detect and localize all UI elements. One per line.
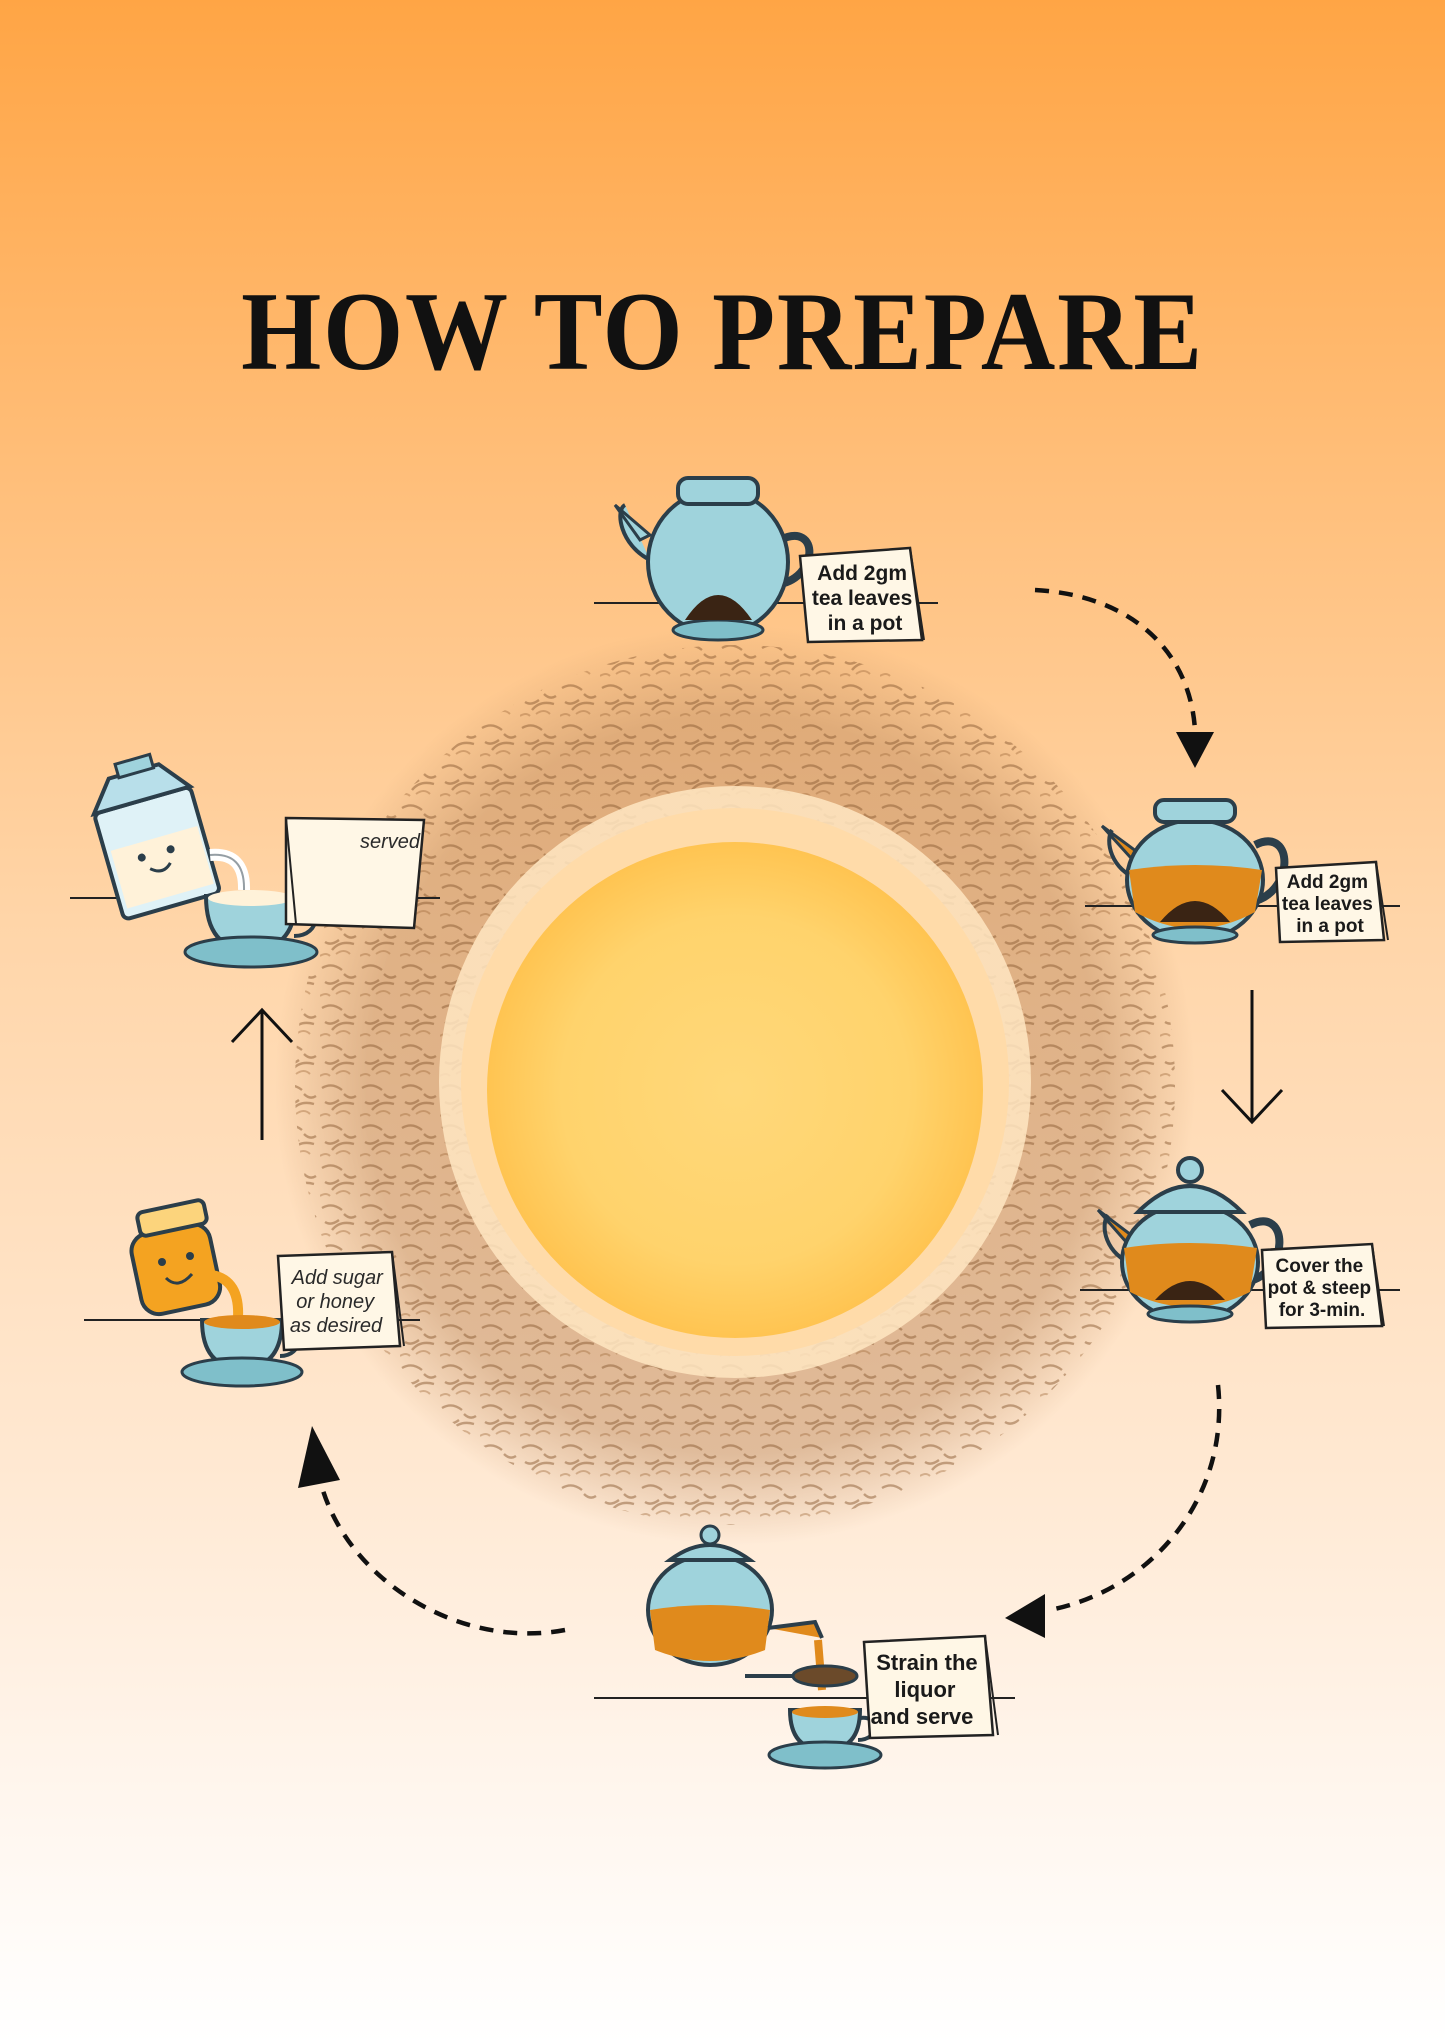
svg-text:Add sugar or honey: Add sugar or honey as desired xyxy=(290,1267,389,1337)
page-title: HOW TO PREPARE xyxy=(241,270,1204,394)
step-4-label-line2: liquor xyxy=(894,1677,956,1702)
arrow-step1-to-step2-head xyxy=(1176,732,1214,768)
step-4-label-line3: and serve xyxy=(871,1704,974,1729)
arrow-step4-to-step5 xyxy=(317,1479,566,1636)
step-5-label-line1: Add sugar xyxy=(291,1267,385,1289)
arrow-step3-to-step4 xyxy=(1049,1384,1222,1613)
svg-text:Add 2gm tea leaves: Add 2gm tea leaves in a pot xyxy=(1282,872,1378,937)
svg-text:Strain the liquor: Strain the liquor and serve xyxy=(871,1650,984,1729)
step-3-card: Cover the pot & steep for 3-min. xyxy=(1260,1242,1385,1330)
step-3-covered-pot xyxy=(1080,1156,1400,1324)
step-5-add-honey xyxy=(84,1198,420,1388)
step-3-label-line2: pot & steep xyxy=(1268,1278,1371,1299)
step-5-label-line2: or honey xyxy=(296,1291,375,1313)
step-4-label-line1: Strain the xyxy=(876,1650,977,1675)
step-1-card: Add 2gm tea leaves in a pot xyxy=(798,546,925,644)
svg-text:Cover the pot & steep: Cover the pot & steep for 3-min. xyxy=(1268,1256,1377,1321)
arrow-step3-to-step4-head xyxy=(1005,1594,1045,1638)
step-4-card: Strain the liquor and serve xyxy=(862,1634,999,1740)
step-5-card: Add sugar or honey as desired xyxy=(276,1250,405,1352)
step-1-label-line1: Add 2gm xyxy=(817,562,907,585)
step-2-label-line1: Add 2gm xyxy=(1287,872,1368,893)
step-2-label-line2: tea leaves xyxy=(1282,894,1373,915)
svg-text:served: served xyxy=(360,831,421,853)
arrow-step5-to-step6-head xyxy=(230,1007,294,1044)
step-6-card: served xyxy=(284,816,426,930)
step-1-label-line2: tea leaves xyxy=(812,587,912,610)
step-6-add-milk xyxy=(70,752,440,969)
step-3-label-line3: for 3-min. xyxy=(1279,1300,1366,1321)
svg-text:Add 2gm tea leaves: Add 2gm tea leaves in a pot xyxy=(812,562,918,635)
step-2-label-line3: in a pot xyxy=(1296,916,1364,937)
step-4-strain-and-serve xyxy=(594,1524,1015,1770)
step-2-pot-with-water xyxy=(1085,798,1400,945)
step-5-label-line3: as desired xyxy=(290,1315,383,1337)
step-1-pot-with-leaves xyxy=(594,476,938,642)
tea-cup-center xyxy=(439,786,1031,1378)
step-2-card: Add 2gm tea leaves in a pot xyxy=(1274,860,1389,944)
step-3-label-line1: Cover the xyxy=(1276,1256,1364,1277)
arrow-step4-to-step5-head xyxy=(298,1426,340,1488)
arrow-step1-to-step2 xyxy=(1034,587,1198,731)
arrow-step2-to-step3-head xyxy=(1220,1088,1284,1125)
step-1-label-line3: in a pot xyxy=(828,612,903,635)
step-6-label-line1: served xyxy=(360,831,421,853)
